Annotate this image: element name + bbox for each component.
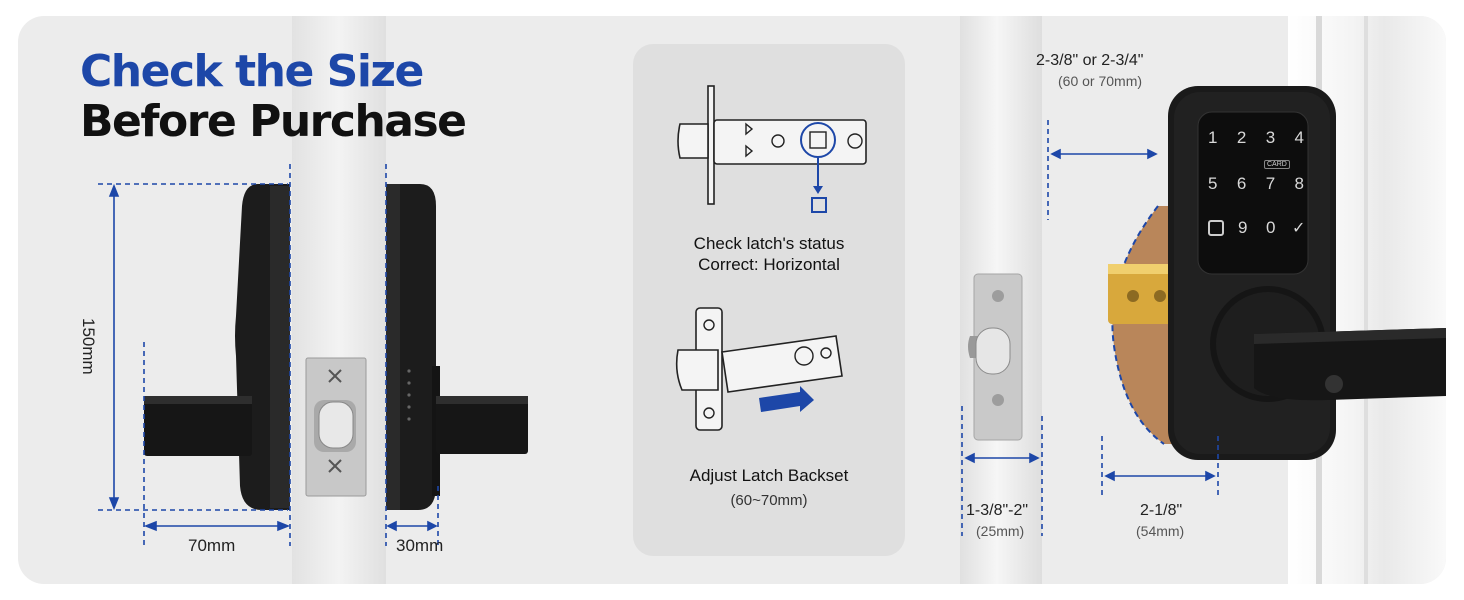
backset-range: (60~70mm)	[730, 492, 808, 509]
door-thickness-label: 1-3/8"-2"	[966, 502, 1029, 519]
door-thickness-metric: (25mm)	[976, 523, 1025, 539]
card-reader-label: CARD	[1264, 160, 1290, 169]
backset-dimension-metric: (60 or 70mm)	[1058, 73, 1143, 89]
key-1[interactable]: 1	[1208, 128, 1218, 147]
key-4[interactable]: 4	[1294, 128, 1304, 147]
key-0[interactable]: 0	[1266, 218, 1276, 237]
thickness-dimension-label: 30mm	[396, 536, 444, 555]
size-guide-card: Check the Size Before Purchase	[18, 16, 1446, 584]
lock-key-icon[interactable]	[1208, 220, 1224, 236]
unlock-key-icon[interactable]: ✓	[1292, 220, 1306, 237]
backset-title: Adjust Latch Backset	[689, 466, 849, 485]
bore-dimension-label: 2-1/8"	[1140, 502, 1183, 519]
key-3[interactable]: 3	[1265, 128, 1276, 147]
bore-dimension-metric: (54mm)	[1136, 523, 1185, 539]
latch-status-line-1: Check latch's status	[693, 234, 845, 253]
keypad: 1 2 3 4 CARD 5 6 7 8 9 0 ✓	[1198, 112, 1308, 274]
key-8[interactable]: 8	[1294, 174, 1304, 193]
title-line-1: Check the Size	[80, 46, 424, 97]
key-9[interactable]: 9	[1238, 218, 1248, 237]
backset-dimension-label: 2-3/8" or 2-3/4"	[1036, 52, 1144, 69]
right-lock-diagram	[961, 86, 1446, 536]
depth-dimension-label: 70mm	[188, 536, 236, 555]
key-7[interactable]: 7	[1265, 174, 1276, 193]
key-2[interactable]: 2	[1236, 128, 1247, 147]
latch-illustrations	[675, 85, 867, 431]
key-5[interactable]: 5	[1208, 174, 1218, 193]
latch-status-line-2: Correct: Horizontal	[698, 255, 840, 274]
title-line-2: Before Purchase	[80, 96, 467, 147]
left-lock-diagram	[98, 164, 528, 546]
key-6[interactable]: 6	[1236, 174, 1247, 193]
